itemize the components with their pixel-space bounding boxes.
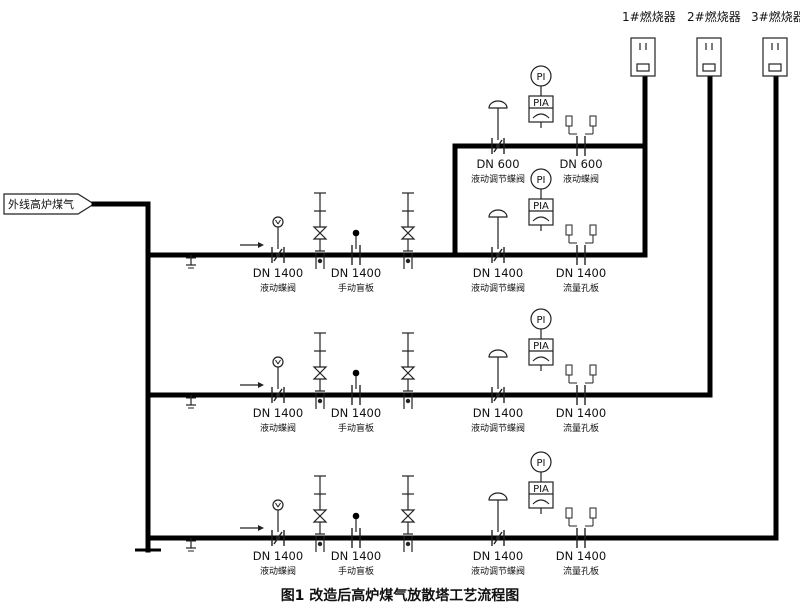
dn-size-label: DN 600 — [476, 157, 519, 171]
component-name-label: 流量孔板 — [563, 282, 599, 294]
pressure-instrument-1: PI PIA — [528, 168, 554, 231]
instruments-layer: PI PIA PI PIA PI PIA PI PIA — [528, 65, 554, 514]
dn-size-label: DN 1400 — [556, 406, 606, 420]
flow-orifice-plate-symbol — [565, 507, 597, 549]
pressure-instrument-bypass: PI PIA — [528, 65, 554, 128]
vent-valve-symbol — [313, 332, 327, 410]
dn-size-label: DN 1400 — [331, 266, 381, 280]
component-name-label: 手动盲板 — [338, 282, 374, 294]
pia-label: PIA — [533, 341, 549, 352]
flow-orifice-plate-symbol — [565, 364, 597, 406]
pia-label: PIA — [533, 484, 549, 495]
vent-valve-symbol — [401, 192, 415, 270]
hydraulic-control-butterfly-valve-symbol — [488, 349, 508, 404]
train-2: DN 1400 液动蝶阀 DN 1400 手动盲板 DN 1400 液动调节蝶阀 DN 14… — [185, 332, 606, 434]
burner-3: 3#燃烧器 — [751, 9, 800, 77]
burner-1: 1#燃烧器 — [622, 9, 676, 77]
vent-valve-symbol — [401, 332, 415, 410]
component-name-label: 手动盲板 — [338, 565, 374, 577]
component-name-label: 液动调节蝶阀 — [471, 565, 525, 577]
component-name-label: 流量孔板 — [563, 422, 599, 434]
dn-size-label: DN 1400 — [253, 406, 303, 420]
dn-size-label: DN 1400 — [473, 406, 523, 420]
main-piping — [91, 75, 779, 553]
dn-size-label: DN 1400 — [473, 266, 523, 280]
manual-blind-plate-symbol — [351, 512, 361, 549]
train-2-main-pipe — [145, 75, 713, 398]
train-3: DN 1400 液动蝶阀 DN 1400 手动盲板 DN 1400 液动调节蝶阀 DN 14… — [185, 475, 606, 577]
source-tag: 外线高炉煤气 — [3, 193, 96, 215]
burners: 1#燃烧器 2#燃烧器 3#燃烧器 — [622, 9, 800, 77]
pi-label: PI — [537, 72, 546, 83]
flow-direction-arrow — [239, 524, 265, 532]
component-name-label: 液动蝶阀 — [563, 173, 599, 185]
vent-valve-symbol — [313, 192, 327, 270]
flow-orifice-plate-symbol — [565, 224, 597, 266]
dn-size-label: DN 600 — [559, 157, 602, 171]
trains-layer: DN 1400 液动蝶阀 DN 1400 手动盲板 DN 1400 液动调节蝶阀 DN 14… — [185, 100, 606, 577]
dn-size-label: DN 1400 — [556, 266, 606, 280]
flow-direction-arrow — [239, 381, 265, 389]
dn-size-label: DN 1400 — [253, 549, 303, 563]
burner-1-label: 1#燃烧器 — [622, 9, 676, 24]
component-name-label: 流量孔板 — [563, 565, 599, 577]
component-name-label: 液动调节蝶阀 — [471, 422, 525, 434]
vent-valve-symbol — [401, 475, 415, 553]
train-1-bypass-pipe — [452, 143, 648, 258]
hydraulic-control-butterfly-valve-symbol — [488, 492, 508, 547]
dn-size-label: DN 1400 — [331, 549, 381, 563]
component-name-label: 液动蝶阀 — [260, 422, 296, 434]
dn-size-label: DN 1400 — [331, 406, 381, 420]
hydraulic-control-butterfly-valve-symbol — [488, 209, 508, 264]
pia-label: PIA — [533, 98, 549, 109]
dn-size-label: DN 1400 — [253, 266, 303, 280]
manual-blind-plate-symbol — [351, 369, 361, 406]
pi-label: PI — [537, 315, 546, 326]
dn-size-label: DN 1400 — [473, 549, 523, 563]
burner-2: 2#燃烧器 — [687, 9, 741, 77]
component-name-label: 手动盲板 — [338, 422, 374, 434]
train-1-bypass-branch: DN 600 液动调节蝶阀 DN 600 液动蝶阀 — [471, 100, 603, 185]
component-name-label: 液动蝶阀 — [260, 282, 296, 294]
dn-size-label: DN 1400 — [556, 549, 606, 563]
valve-symbol — [565, 115, 597, 157]
train-1: DN 1400 液动蝶阀 DN 1400 手动盲板 DN 1400 液动调节蝶阀 DN 14… — [185, 192, 606, 294]
pressure-instrument-3: PI PIA — [528, 451, 554, 514]
flow-direction-arrow — [239, 241, 265, 249]
burner-2-label: 2#燃烧器 — [687, 9, 741, 24]
header-pipe — [91, 201, 151, 553]
pia-label: PIA — [533, 201, 549, 212]
pi-label: PI — [537, 458, 546, 469]
train-3-main-pipe — [145, 75, 779, 541]
figure-caption: 图1 改造后高炉煤气放散塔工艺流程图 — [280, 588, 520, 604]
source-label: 外线高炉煤气 — [8, 197, 74, 211]
burner-3-label: 3#燃烧器 — [751, 9, 800, 24]
pressure-instrument-2: PI PIA — [528, 308, 554, 371]
hydraulic-control-butterfly-valve-symbol — [488, 100, 508, 155]
component-name-label: 液动调节蝶阀 — [471, 173, 525, 185]
vent-valve-symbol — [313, 475, 327, 553]
component-name-label: 液动蝶阀 — [260, 565, 296, 577]
pi-label: PI — [537, 175, 546, 186]
component-name-label: 液动调节蝶阀 — [471, 282, 525, 294]
manual-blind-plate-symbol — [351, 228, 361, 266]
